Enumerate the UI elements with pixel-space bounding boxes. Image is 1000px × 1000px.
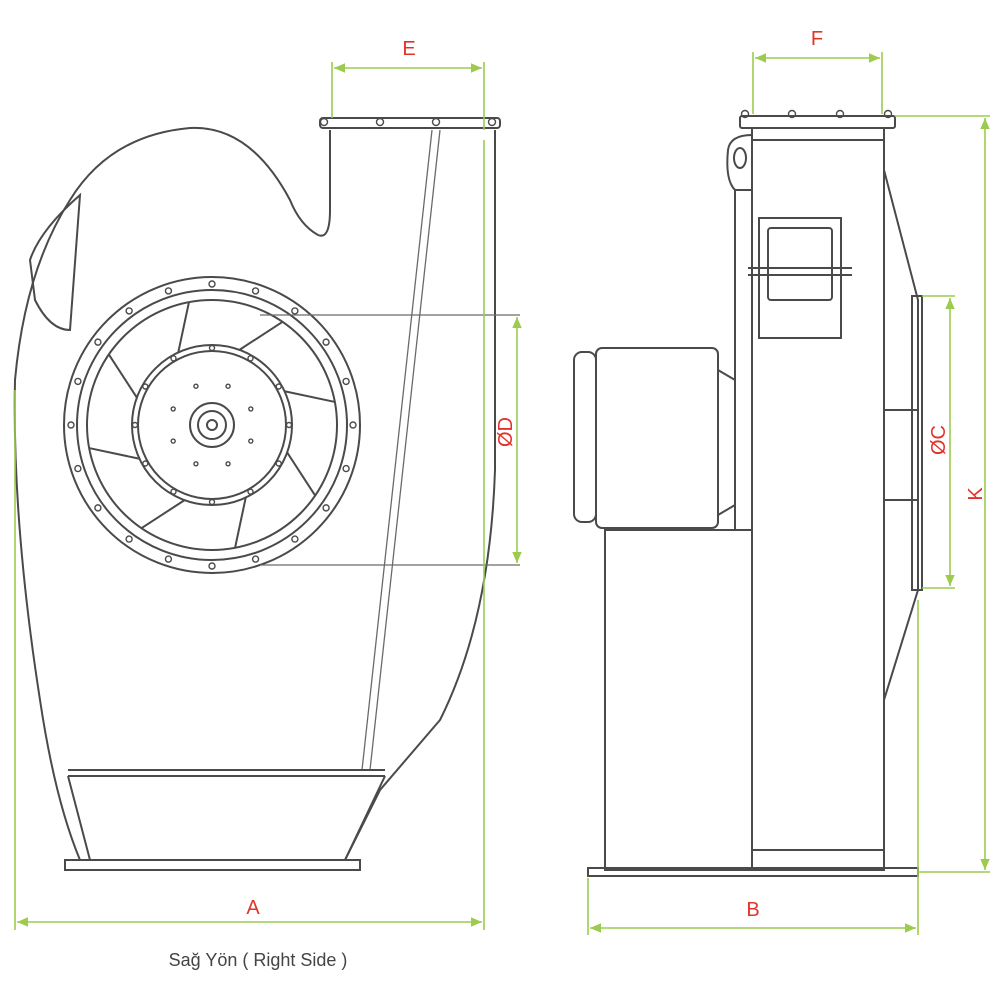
bolt-hole — [67, 421, 75, 429]
impeller-blade — [234, 497, 247, 549]
bolt-hole — [431, 117, 441, 127]
side-view-left — [13, 109, 893, 871]
impeller-blade — [88, 447, 140, 460]
bolt-hole — [247, 355, 254, 362]
bolt-hole — [285, 421, 293, 429]
bolt-hole — [275, 460, 282, 467]
bolt-hole — [164, 287, 173, 295]
dim-label-b: B — [746, 899, 759, 921]
bolt-hole — [164, 555, 173, 563]
impeller-blade — [177, 301, 190, 353]
bolt-hole — [208, 562, 216, 570]
bolt-hole — [131, 421, 139, 429]
bolt-hole — [170, 488, 177, 495]
bolt-hole — [170, 355, 177, 362]
bolt-hole — [94, 504, 102, 512]
bolt-hole — [322, 504, 330, 512]
dim-label-e: E — [402, 38, 415, 60]
impeller-blade — [140, 499, 186, 530]
bolt-hole — [193, 383, 199, 389]
bolt-hole — [248, 406, 254, 412]
bolt-hole — [208, 344, 216, 352]
bolt-hole — [208, 498, 216, 506]
bolt-hole — [342, 377, 350, 386]
bolt-hole — [225, 383, 231, 389]
bolt-hole — [74, 464, 82, 473]
bolt-hole — [487, 117, 497, 127]
bolt-hole — [74, 377, 82, 386]
bolt-hole — [248, 438, 254, 444]
dim-label-f: F — [811, 28, 823, 50]
bolt-hole — [170, 438, 176, 444]
bolt-hole — [291, 535, 299, 543]
impeller-blade — [284, 390, 336, 403]
bolt-hole — [225, 461, 231, 467]
dim-label-c: ØC — [928, 425, 950, 455]
impeller-blade — [286, 451, 317, 497]
bolt-hole — [322, 338, 330, 346]
bolt-hole — [375, 117, 385, 127]
bolt-hole — [247, 488, 254, 495]
bolt-hole — [170, 406, 176, 412]
bolt-hole — [208, 280, 216, 288]
dim-label-k: K — [965, 487, 987, 501]
bolt-hole — [142, 460, 149, 467]
bolt-hole — [193, 461, 199, 467]
view-caption: Sağ Yön ( Right Side ) — [169, 950, 348, 970]
bolt-hole — [349, 421, 357, 429]
bolt-hole — [142, 383, 149, 390]
bolt-hole — [125, 307, 133, 315]
bolt-hole — [125, 535, 133, 543]
side-view-front — [573, 115, 923, 877]
bolt-hole — [94, 338, 102, 346]
impeller-blade — [107, 353, 138, 399]
dim-label-d: ØD — [495, 417, 517, 447]
dim-label-a: A — [246, 897, 260, 919]
bolt-hole — [342, 464, 350, 473]
bolt-hole — [291, 307, 299, 315]
dimension-lines — [14, 52, 990, 935]
impeller-blade — [238, 320, 284, 351]
bolt-hole — [275, 383, 282, 390]
bolt-hole — [251, 555, 260, 563]
bolt-hole — [251, 287, 260, 295]
bolt-hole — [319, 117, 329, 127]
